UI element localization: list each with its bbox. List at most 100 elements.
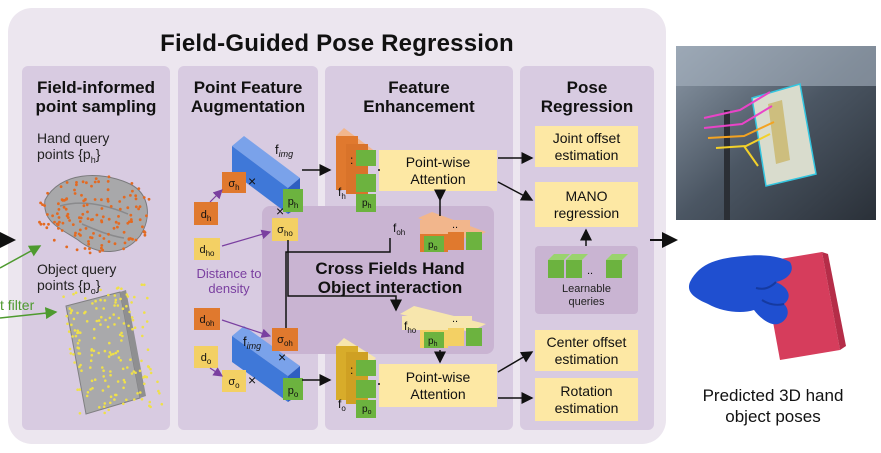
d-ho-box: [194, 238, 220, 260]
sigma-h-label: σh: [228, 178, 239, 192]
hand-sample-point: [97, 180, 100, 184]
object-sample-point: [92, 349, 96, 353]
object-sample-point: [98, 406, 101, 409]
hand-sample-point: [100, 219, 103, 223]
hand-sample-point: [79, 216, 83, 220]
object-sample-point: [86, 391, 90, 394]
object-sample-point: [78, 412, 82, 415]
hand-sample-point: [39, 222, 43, 226]
learnable-query-cubes: [548, 254, 628, 278]
object-sample-point: [120, 287, 123, 291]
hand-sample-point: [89, 236, 92, 239]
hand-sample-point: [43, 204, 46, 208]
object-sample-point: [108, 341, 111, 345]
filter-arrow-hand: [0, 245, 42, 269]
object-sample-point: [95, 307, 98, 310]
object-sample-point: [78, 365, 81, 369]
input-photo: [676, 46, 876, 220]
hand-sample-point: [114, 220, 118, 224]
hand-sample-point: [87, 242, 91, 246]
hand-sample-point: [137, 207, 141, 211]
hand-sample-point: [100, 198, 103, 202]
object-sample-point: [67, 330, 71, 333]
hand-sample-point: [129, 194, 132, 197]
hand-sample-point: [56, 212, 59, 216]
object-sample-point: [149, 371, 153, 375]
hand-sample-point: [75, 183, 78, 187]
object-sample-point: [117, 316, 121, 320]
object-sample-point: [134, 371, 137, 375]
object-sample-point: [131, 327, 134, 331]
object-sample-point: [109, 401, 112, 405]
hand-sample-point: [57, 227, 60, 230]
object-sample-point: [132, 370, 136, 373]
object-sample-point: [114, 301, 117, 304]
arrow-attn-to-mano: [497, 181, 534, 201]
hand-sample-point: [92, 232, 95, 235]
d-o-label: do: [201, 352, 212, 366]
object-sample-point: [122, 322, 126, 325]
hand-sample-point: [86, 210, 89, 214]
object-sample-point: [73, 329, 77, 332]
hand-sample-point: [65, 245, 69, 249]
f-o-stack: [336, 338, 376, 418]
object-sample-point: [158, 392, 161, 395]
object-sample-point: [116, 350, 120, 353]
sigma-h-box: [222, 172, 246, 193]
object-sample-point: [78, 339, 81, 342]
object-sample-point: [136, 392, 139, 395]
object-sample-point: [121, 307, 125, 311]
object-sample-point: [102, 307, 105, 310]
object-sample-point: [146, 296, 149, 300]
f-img-label-top: fimg: [275, 142, 293, 159]
object-sample-point: [113, 304, 116, 307]
object-sample-point: [109, 395, 113, 399]
hand-sample-point: [137, 187, 141, 191]
hand-sample-point: [46, 191, 49, 195]
hand-sample-point: [65, 181, 69, 184]
hand-sample-point: [68, 219, 71, 222]
times-h: ×: [248, 173, 256, 189]
object-sample-point: [122, 386, 125, 390]
object-sample-point: [97, 319, 101, 322]
object-sample-point: [66, 322, 69, 326]
hand-sample-point: [64, 207, 68, 211]
object-sample-point: [160, 402, 164, 406]
object-sample-point: [102, 369, 105, 373]
object-sample-point: [89, 359, 93, 363]
object-sample-point: [140, 283, 144, 287]
hand-sample-point: [93, 180, 97, 184]
hand-sample-point: [77, 232, 81, 236]
hand-sample-point: [118, 207, 122, 211]
hand-sample-point: [61, 221, 65, 225]
hand-sample-point: [85, 181, 88, 185]
hand-sample-point: [75, 248, 79, 252]
hand-sample-point: [94, 177, 98, 181]
object-sample-point: [70, 309, 73, 313]
object-sample-point: [143, 283, 146, 287]
object-sample-point: [143, 311, 146, 314]
f-o-label: fo: [338, 397, 346, 413]
sigma-o-label: σo: [228, 376, 240, 390]
object-sample-point: [145, 320, 149, 323]
hand-sample-point: [90, 184, 93, 188]
object-sample-point: [148, 400, 152, 404]
hand-sample-point: [73, 234, 77, 237]
object-sample-point: [149, 367, 152, 371]
hand-sample-point: [78, 220, 82, 223]
p-o-label-enh: po: [428, 240, 438, 252]
object-sample-point: [71, 335, 74, 338]
object-sample-point: [112, 352, 115, 356]
object-sample-point: [76, 388, 79, 392]
hand-sample-point: [142, 196, 146, 199]
hand-sample-point: [117, 215, 120, 218]
hand-sample-point: [107, 175, 111, 179]
learnable-ellipsis: ..: [587, 265, 593, 277]
object-sample-point: [95, 319, 99, 323]
hand-sample-point: [74, 231, 77, 235]
